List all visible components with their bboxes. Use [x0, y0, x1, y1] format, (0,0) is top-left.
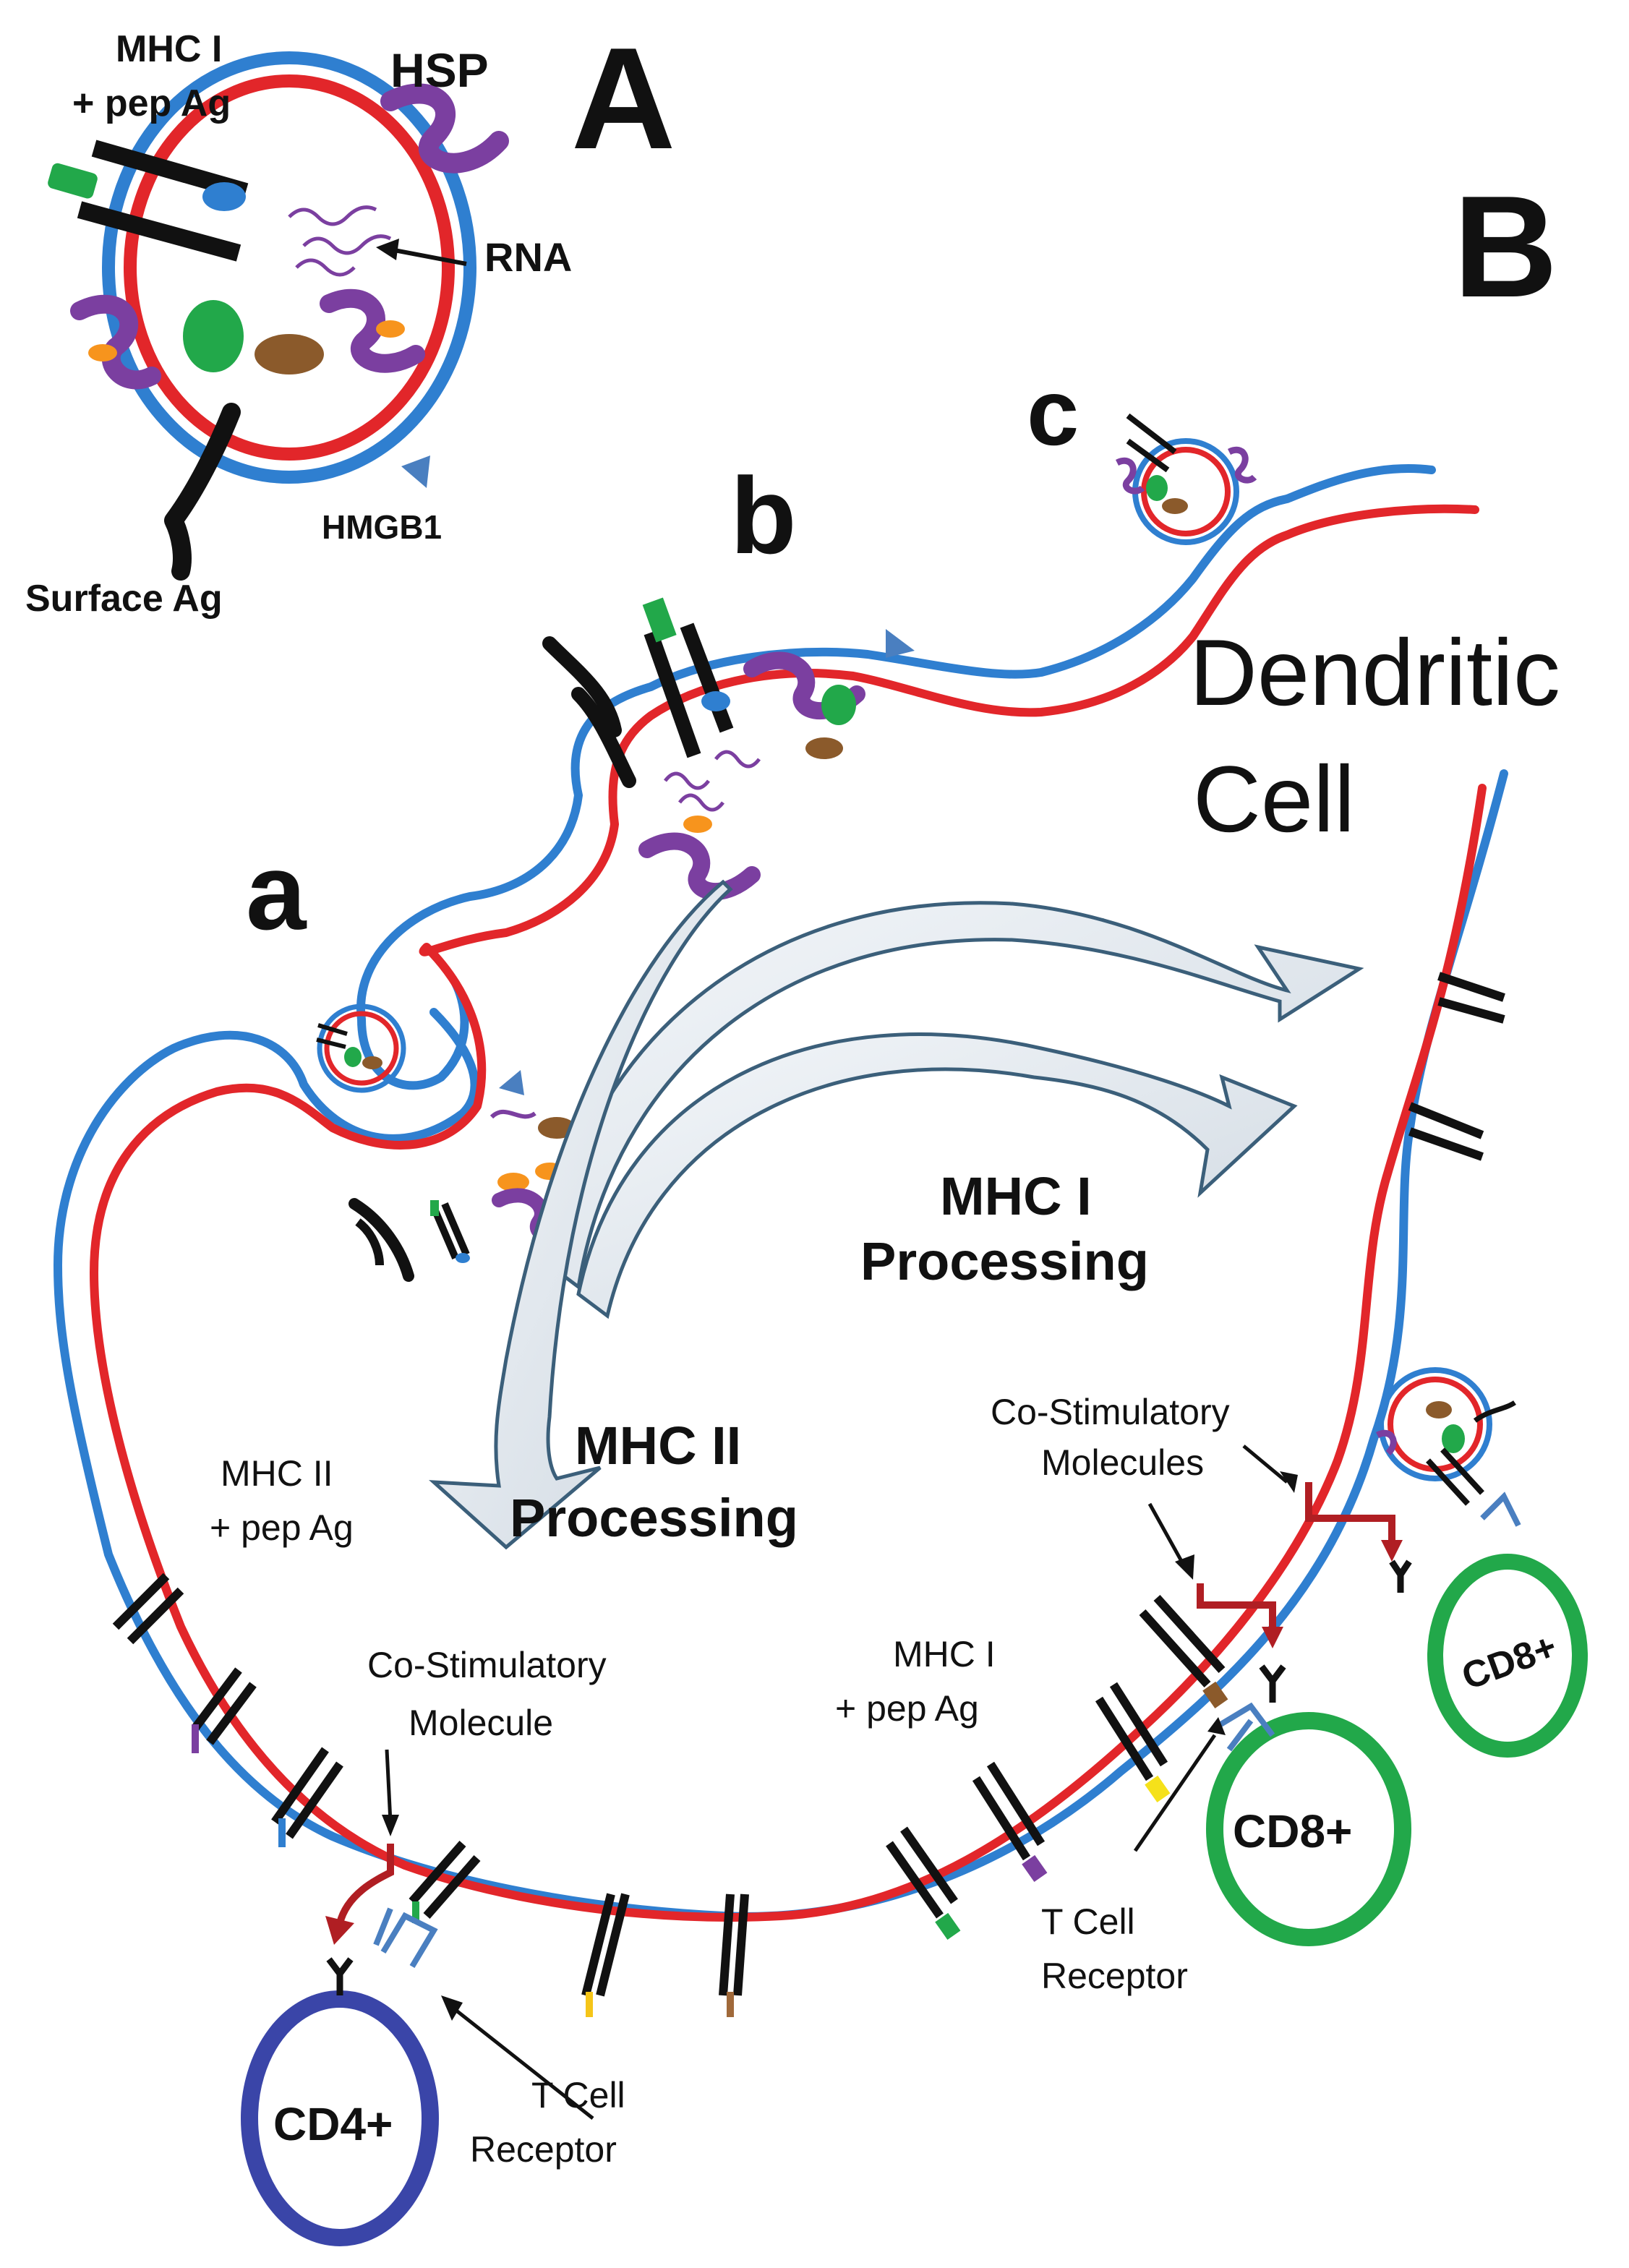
mhc-i-molecule-icon [48, 140, 249, 262]
mhc-i-label-line2: + pep Ag [72, 82, 231, 124]
cd8-t-cell-center [1206, 1712, 1411, 1946]
left-tcr-label-line1: T Cell [531, 2075, 625, 2115]
costimulatory-arrowheads [325, 1540, 1403, 1945]
panel-label-b: b [730, 455, 797, 576]
right-mhc-i-label-line2: + pep Ag [835, 1688, 979, 1729]
label-pointer-heads [382, 1471, 1298, 2021]
hmgb1-icon [401, 455, 430, 488]
mhc-i-label-line1: MHC I [116, 28, 222, 70]
brown-protein-icon [255, 334, 324, 375]
hsp-icon [380, 83, 509, 174]
t-cell-receptor-icon [373, 1492, 1521, 1969]
mhc-i-processing-arrow [547, 901, 1364, 1319]
right-tcr-label-line2: Receptor [1041, 1956, 1188, 1996]
right-tcr-label-line1: T Cell [1041, 1901, 1135, 1942]
costim-ligand-icon [326, 1559, 1412, 1995]
rna-icon [288, 205, 392, 277]
label-pointers [385, 1445, 1288, 2120]
mhc-i-processing-line2: Processing [860, 1231, 1149, 1291]
cd8-center-label: CD8+ [1233, 1805, 1352, 1857]
mhc-i-processing-line1: MHC I [940, 1166, 1092, 1226]
dendritic-cell-membrane [54, 464, 1508, 1922]
left-tcr-label-line2: Receptor [470, 2129, 617, 2170]
left-mhc-ii-label-line1: MHC II [221, 1453, 333, 1494]
surface-ag-icon [164, 403, 241, 581]
costimulatory-arrows [336, 1482, 1395, 1925]
exosome-outer-membrane [102, 51, 476, 484]
exosome-small-right [1375, 1367, 1516, 1506]
rna-pointer-arrow [390, 247, 467, 266]
hsp-icon [70, 294, 161, 390]
cd4-t-cell [241, 1990, 439, 2246]
dendritic-cell-title-line1: Dendritic [1189, 620, 1560, 725]
cd8-t-cell-right [1427, 1554, 1588, 1758]
right-mhc-i-label-line1: MHC I [893, 1634, 996, 1674]
right-costim-label-line2: Molecules [1041, 1442, 1204, 1483]
left-costim-label-line2: Molecule [409, 1703, 553, 1743]
cd4-label: CD4+ [273, 2098, 393, 2150]
panel-label-a: a [246, 831, 307, 952]
panel-label-a-upper: A [571, 18, 675, 179]
panel-label-c: c [1027, 359, 1079, 465]
hmgb1-label: HMGB1 [322, 508, 442, 546]
exosome-inner-membrane [124, 74, 455, 461]
exosome-small-a [316, 1004, 406, 1093]
panel-a-text: MHC I + pep Ag HSP A RNA HMGB1 Surface A… [25, 18, 1557, 952]
surface-mhc-molecules [112, 972, 1505, 1997]
membrane-molecules-b [542, 597, 915, 901]
mhc-ii-processing-line2: Processing [510, 1488, 798, 1548]
inner-membrane-red [90, 504, 1487, 1922]
panel-label-b-upper: B [1453, 166, 1557, 328]
exosome-small-c [1115, 413, 1257, 545]
hsp-icon [320, 288, 425, 373]
surface-ag-label: Surface Ag [25, 578, 223, 620]
cd8-right-label: CD8+ [1456, 1625, 1562, 1698]
right-costim-label-line1: Co-Stimulatory [991, 1392, 1230, 1432]
mhc-ii-processing-line1: MHC II [575, 1416, 741, 1476]
main-text: Dendritic Cell MHC I Processing MHC II P… [210, 620, 1562, 2170]
exosome-panel-a [48, 51, 509, 581]
surface-peptide-tags [192, 1681, 1228, 2017]
outer-membrane-blue [54, 464, 1508, 1921]
left-costim-label-line1: Co-Stimulatory [367, 1645, 607, 1685]
hsp-label: HSP [390, 43, 489, 97]
mhc-ii-processing-arrow [429, 879, 733, 1550]
left-mhc-ii-label-line2: + pep Ag [210, 1507, 354, 1548]
rna-label: RNA [484, 234, 572, 280]
dendritic-cell-title-line2: Cell [1193, 746, 1355, 852]
green-protein-icon [183, 300, 244, 372]
